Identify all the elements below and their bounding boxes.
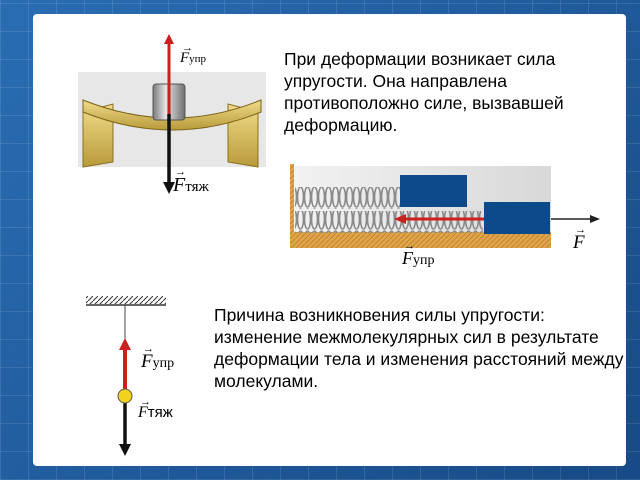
beam-elastic-label: →Fупр	[180, 42, 207, 66]
block-bottom	[484, 202, 550, 234]
spring-top	[295, 187, 400, 209]
ceiling	[86, 296, 166, 304]
spring-bottom	[295, 211, 483, 233]
bent-beam	[82, 99, 262, 131]
slide-canvas: →Fупр →Fтяж При деформации возникает сил…	[33, 14, 626, 466]
pendulum-diagram	[86, 296, 166, 456]
cause-text: Причина возникновения силы упругости: из…	[214, 305, 624, 391]
pendulum-elastic-label: →Fупр	[141, 343, 175, 372]
pendulum-gravity-label: →Fтяж	[138, 396, 173, 421]
spring-diagram	[290, 164, 600, 248]
spring-elastic-label: →Fупр	[402, 240, 435, 268]
block-top	[400, 175, 467, 207]
beam-diagram	[78, 34, 266, 194]
beam-gravity-label: →Fтяж	[173, 166, 209, 196]
deformation-text: При деформации возникает сила упругости.…	[284, 49, 564, 135]
spring-applied-label: →F	[573, 224, 586, 253]
ball	[117, 388, 133, 404]
